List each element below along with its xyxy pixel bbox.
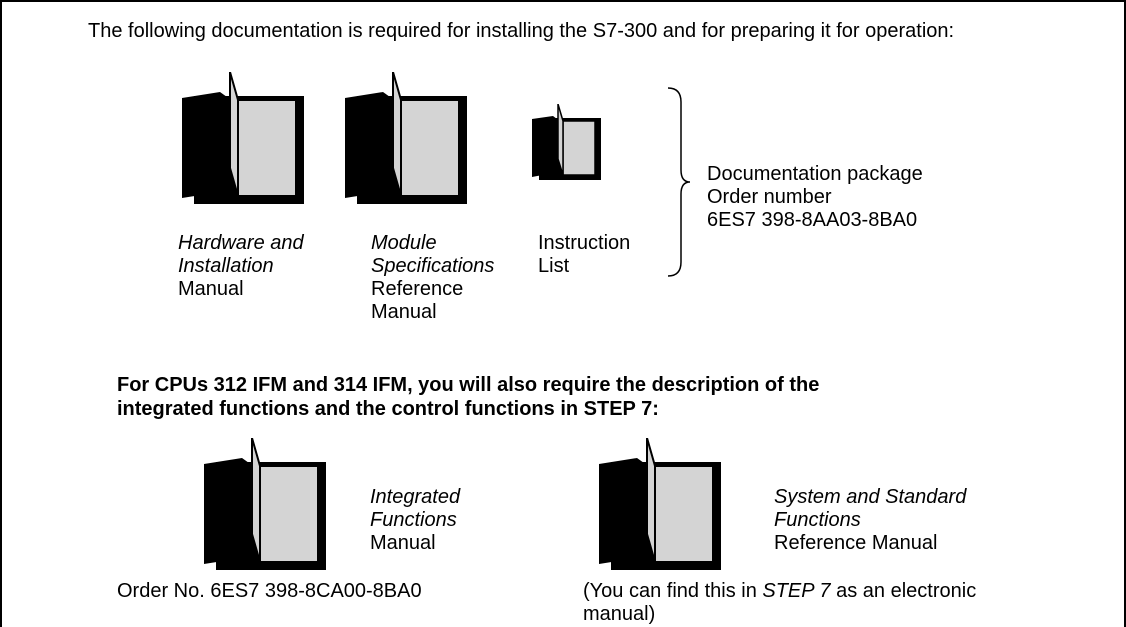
package-order-label: Order number [707,186,832,208]
system-note-line2: manual) [583,603,656,625]
book-2-line2: Specifications [371,255,495,277]
integrated-line2: Functions [370,509,457,531]
book-3-line2: List [538,255,570,277]
book-1-line1: Hardware and [178,232,304,254]
integrated-line1: Integrated [370,486,461,508]
page-frame-right [1124,0,1126,627]
system-note-prefix: (You can find this in [583,580,763,602]
intro-text: The following documentation is required … [88,20,955,42]
package-label: Documentation package [707,163,923,185]
brace-icon [666,86,696,278]
system-line2: Functions [774,509,861,531]
book-3-line1: Instruction [538,232,631,254]
book-icon [202,438,327,573]
system-note-suffix: as an electronic [830,580,977,602]
integrated-order-number: Order No. 6ES7 398-8CA00-8BA0 [117,580,422,602]
book-2-line1: Module [371,232,437,254]
book-1-line2: Installation [178,255,274,277]
book-icon [343,72,468,207]
system-note-step7: STEP 7 [762,580,831,602]
book-2-line4: Manual [371,301,437,323]
book-2-line3: Reference [371,278,464,300]
integrated-line3: Manual [370,532,436,554]
requirement-text: For CPUs 312 IFM and 314 IFM, you will a… [117,374,820,420]
book-1-line3: Manual [178,278,244,300]
page-frame-top [0,0,1126,2]
system-note: (You can find this in STEP 7 as an elect… [583,580,976,602]
page-frame-left [0,0,2,627]
system-line3: Reference Manual [774,532,938,554]
system-line1: System and Standard [774,486,967,508]
book-icon [597,438,722,573]
book-icon [531,104,603,182]
package-order-number: 6ES7 398-8AA03-8BA0 [707,209,918,231]
book-icon [180,72,305,207]
